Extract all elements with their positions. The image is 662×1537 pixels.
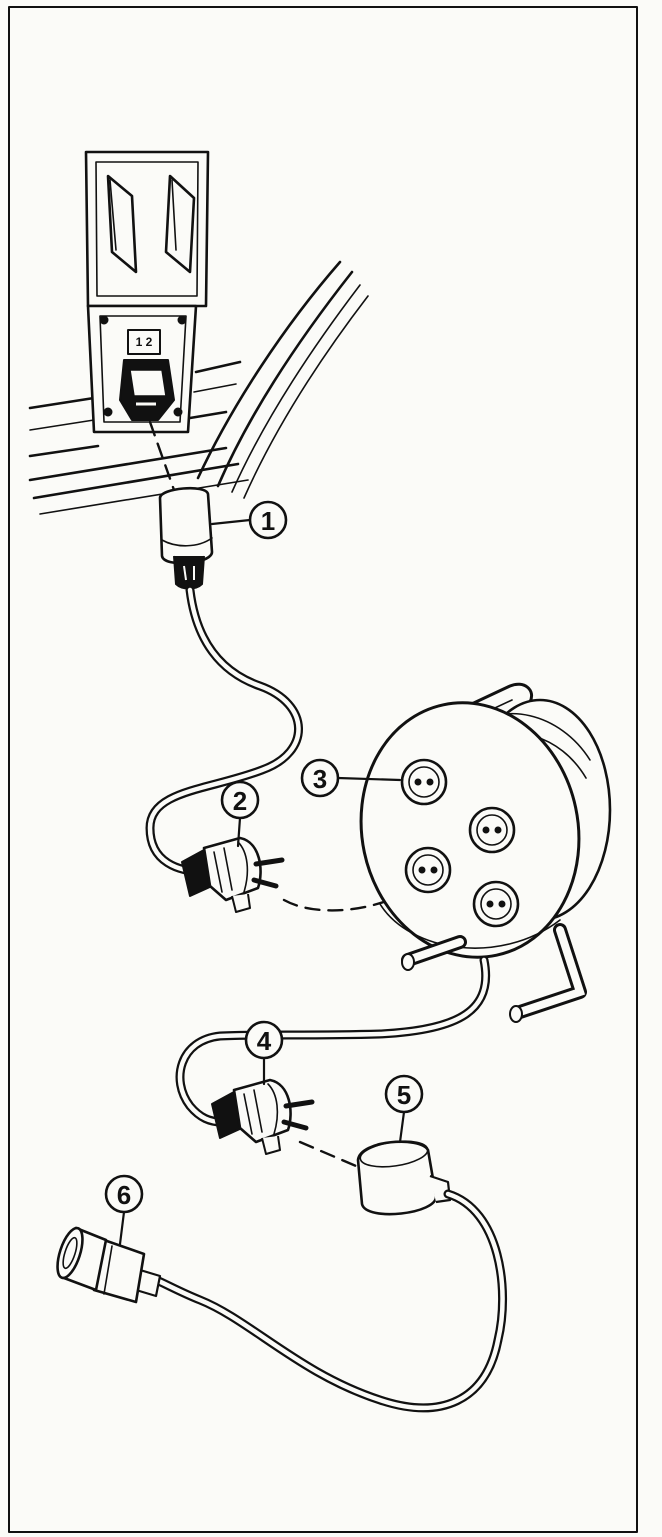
schuko-plug-4 — [211, 1078, 315, 1155]
connection-line-1 — [148, 420, 176, 492]
connection-line-2 — [282, 878, 426, 912]
callout-4-label: 4 — [257, 1026, 272, 1056]
callout-6: 6 — [104, 1174, 144, 1214]
callout-5-label: 5 — [397, 1080, 411, 1110]
reel-socket-bottom-left — [404, 846, 452, 894]
callout-4: 4 — [244, 1020, 284, 1060]
cable-1 — [145, 585, 303, 877]
reel-socket-bottom-right — [472, 880, 520, 928]
schuko-plug-2 — [181, 836, 285, 913]
wall-socket: 1 2 — [84, 150, 210, 434]
callout-3-label: 3 — [313, 764, 327, 794]
callout-5: 5 — [384, 1074, 424, 1114]
cee-coupler-5 — [356, 1140, 452, 1216]
reel-socket-top-right — [468, 806, 516, 854]
callout-1: 1 — [248, 500, 288, 540]
socket-marking: 1 2 — [136, 335, 153, 349]
callout-6-label: 6 — [117, 1180, 131, 1210]
callout-3: 3 — [300, 758, 340, 798]
callout-1-label: 1 — [261, 506, 275, 536]
caravan-body — [28, 260, 369, 515]
callouts: 1 2 3 4 5 6 — [104, 500, 424, 1246]
cable-3 — [147, 1189, 507, 1413]
callout-2: 2 — [220, 780, 260, 820]
callout-2-label: 2 — [233, 786, 247, 816]
cable-reel — [359, 682, 612, 1023]
cee-connector — [158, 486, 214, 590]
diagram-frame — [8, 6, 638, 1533]
cee-plug-6 — [56, 1226, 162, 1304]
connection-line-3 — [298, 1140, 358, 1168]
reel-feet — [401, 923, 587, 1023]
reel-socket-top-left — [400, 758, 448, 806]
